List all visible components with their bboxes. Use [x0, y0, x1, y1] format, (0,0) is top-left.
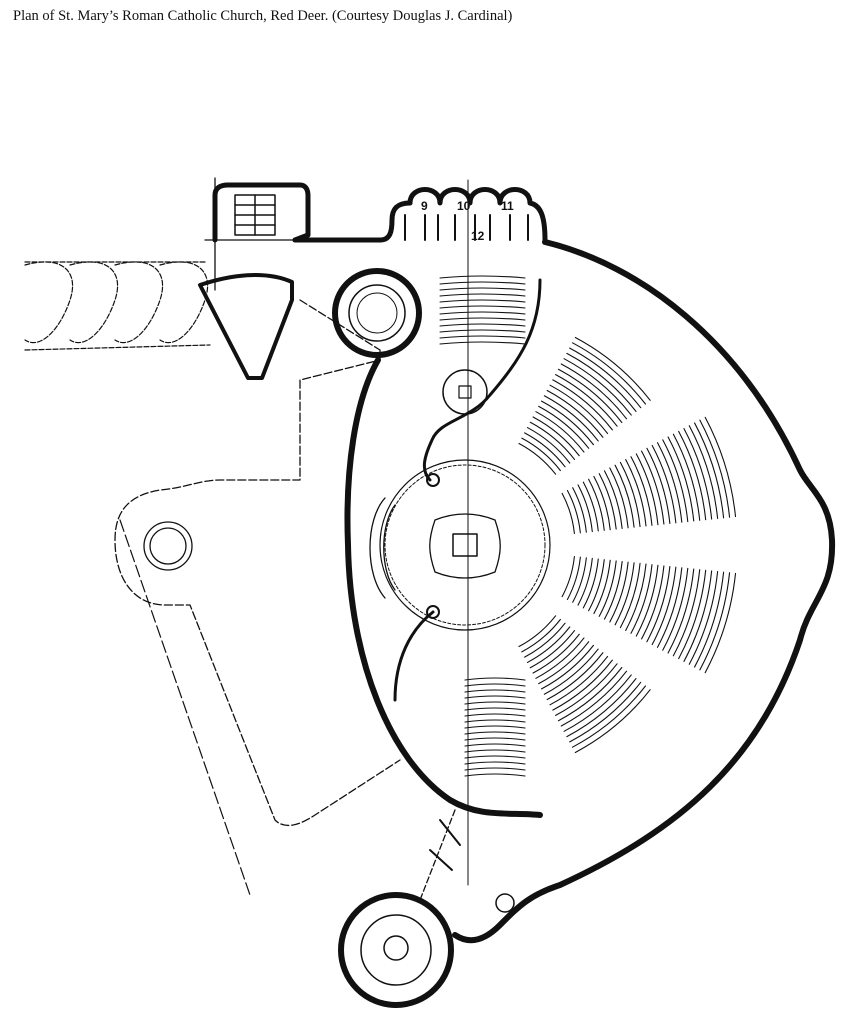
entry-vestibule	[198, 272, 294, 380]
sanctuary	[379, 459, 551, 631]
room-label-9: 9	[421, 199, 428, 213]
nave-wall	[344, 357, 543, 818]
pew-block	[518, 615, 651, 754]
room-label-12: 12	[471, 229, 485, 243]
bell-tower	[338, 892, 454, 1008]
altar	[452, 533, 478, 557]
room-label-10: 10	[457, 199, 471, 213]
pew-block	[518, 336, 651, 475]
pew-block	[561, 416, 737, 535]
spiral-ramp	[24, 261, 211, 351]
pew-block	[561, 555, 737, 674]
figure-caption: Plan of St. Mary’s Roman Catholic Church…	[13, 8, 513, 24]
side-chapels	[407, 187, 548, 243]
pew-block	[464, 677, 526, 777]
outer-wall	[452, 239, 836, 944]
courtyard-outline	[114, 299, 401, 827]
service-block	[212, 182, 311, 243]
room-label-11: 11	[501, 199, 514, 213]
pew-block	[439, 275, 526, 345]
